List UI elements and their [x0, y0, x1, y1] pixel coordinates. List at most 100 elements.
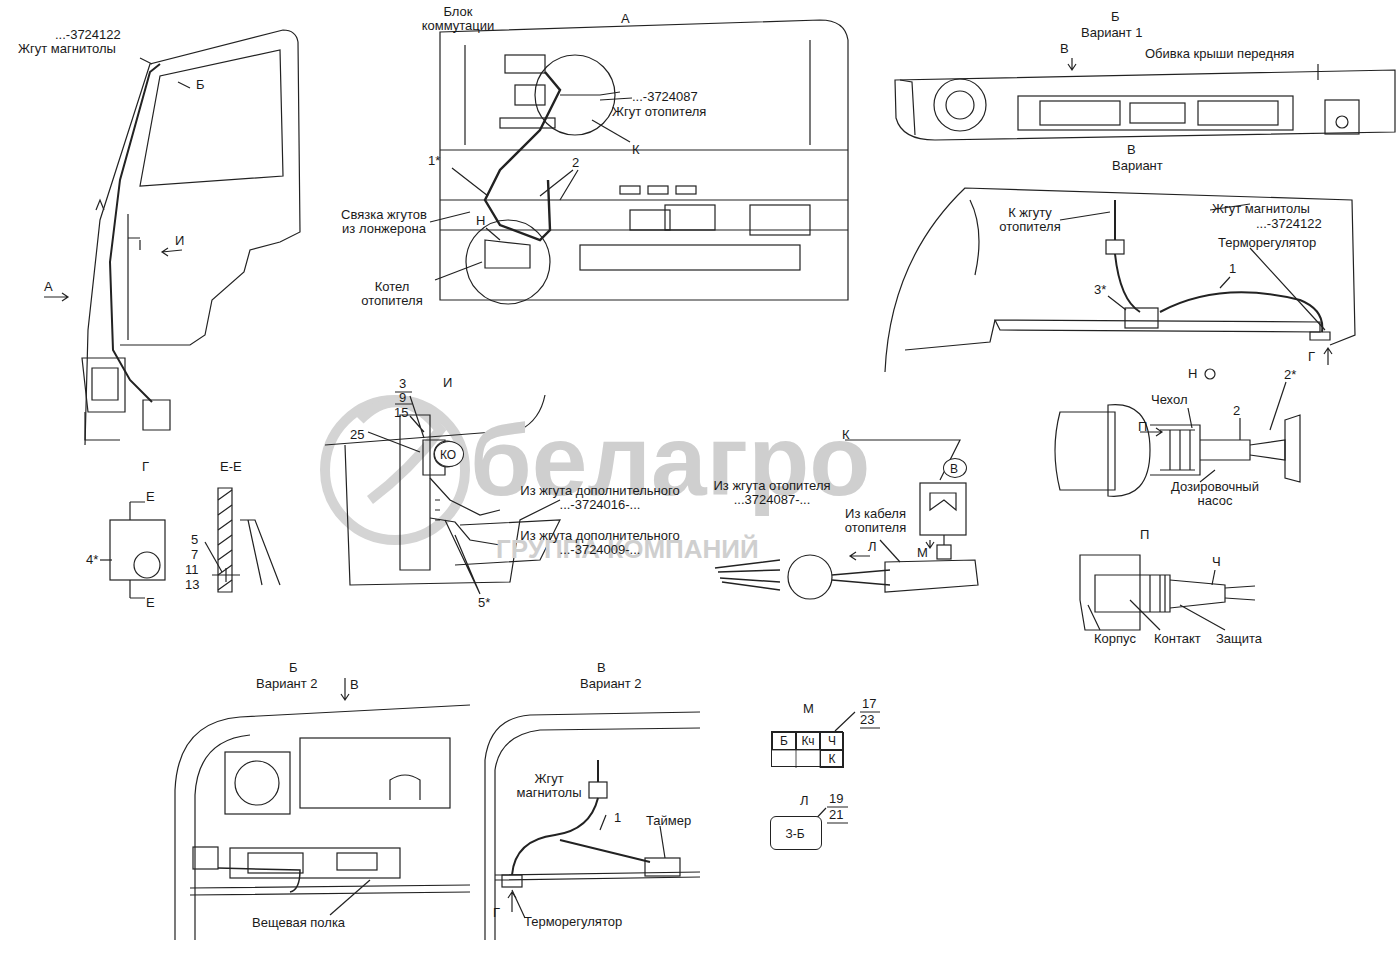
part-label: Блок коммутации [418, 5, 498, 33]
callout-number: 2 [1233, 404, 1240, 418]
part-label: Б [1111, 10, 1120, 24]
part-label: А [44, 280, 53, 294]
part-label: Е-Е [220, 460, 242, 474]
callout-number: 3* [1094, 283, 1106, 297]
part-label: М [803, 702, 814, 716]
part-label: Г [493, 906, 500, 920]
part-label: Л [800, 794, 809, 808]
callout-number: 9 [399, 391, 406, 405]
part-label: К жгуту отопителя [990, 206, 1070, 234]
callout-number: 5 [191, 533, 198, 547]
part-label: Е [146, 596, 155, 610]
part-label: Чехол [1151, 393, 1188, 407]
part-label: Контакт [1154, 632, 1201, 646]
callout-number: 4* [86, 553, 98, 567]
part-label: И [175, 234, 184, 248]
view-v-variant-2 [485, 712, 700, 940]
connector-p [1080, 555, 1255, 630]
part-label: ...-3724087 [632, 90, 698, 104]
part-label: Вариант [1112, 159, 1163, 173]
part-label: П [1138, 420, 1147, 434]
callout-number: 21 [829, 808, 843, 822]
callout-number: 5* [478, 596, 490, 610]
callout-number: 1 [614, 811, 621, 825]
callout-number: 1* [428, 154, 440, 168]
part-label: И [443, 376, 452, 390]
part-label: В [1060, 42, 1069, 56]
part-label: Терморегулятор [524, 915, 622, 929]
part-label: В [350, 678, 359, 692]
part-label: Вариант 2 [256, 677, 318, 691]
part-label: Ч [1212, 555, 1221, 569]
part-label: Защита [1216, 632, 1262, 646]
section-g [100, 488, 280, 598]
part-label: Жгут магнитолы [508, 772, 590, 800]
node-text: Ч [820, 732, 844, 750]
callout-number: 25 [350, 428, 364, 442]
part-label: Терморегулятор [1218, 236, 1316, 250]
part-label: Жгут магнитолы [18, 42, 116, 56]
part-label: Н [476, 214, 485, 228]
cab-side [44, 30, 300, 445]
callout-number: 19 [829, 792, 843, 806]
connector-block: З-Б [770, 816, 822, 850]
callout-number: 11 [185, 563, 199, 577]
node-text: З-Б [771, 827, 819, 841]
part-label: ...-3724122 [1256, 217, 1322, 231]
pin-table: БКчЧК [771, 731, 843, 767]
part-label: В [1127, 143, 1136, 157]
view-v-variant [885, 188, 1355, 372]
node-text: Кч [796, 732, 820, 750]
part-label: Из жгута дополнительного ...-3724009-... [505, 529, 695, 557]
node-text: КО [435, 448, 461, 462]
shelf-view-v2 [175, 678, 470, 940]
pin-marks [810, 712, 880, 825]
part-label: Из жгута дополнительного ...-3724016-... [505, 484, 695, 512]
part-label: М [917, 546, 928, 560]
callout-number: 23 [860, 713, 874, 727]
part-label: Обивка крыши передняя [1145, 47, 1294, 61]
part-label: ...-3724122 [55, 28, 121, 42]
part-label: Вариант 2 [580, 677, 642, 691]
part-label: Н [1188, 367, 1197, 381]
part-label: Корпус [1094, 632, 1136, 646]
callout-number: 13 [185, 578, 199, 592]
roof-lining-v1 [895, 58, 1395, 140]
part-label: Жгут отопителя [612, 105, 706, 119]
part-label: Из кабеля отопителя [833, 507, 918, 535]
part-label: Б [196, 78, 205, 92]
callout-number: 3 [399, 377, 406, 391]
callout-number: 2* [1284, 368, 1296, 382]
view-a [430, 20, 848, 304]
part-label: Б [289, 661, 298, 675]
callout-number: 15 [394, 406, 408, 420]
callout-number: 17 [862, 697, 876, 711]
part-label: Л [868, 540, 877, 554]
part-label: Г [142, 460, 149, 474]
part-label: Жгут магнитолы [1212, 202, 1310, 216]
pump-view [1055, 369, 1300, 496]
part-label: К [842, 428, 850, 442]
node-text: Б [772, 732, 796, 750]
node-text: В [944, 462, 964, 476]
part-label: Е [146, 490, 155, 504]
part-label: Г [1308, 350, 1315, 364]
node-text: К [820, 750, 844, 768]
callout-number: 2 [572, 156, 579, 170]
part-label: Котел отопителя [350, 280, 434, 308]
part-label: Связка жгутов из лонжерона [334, 208, 434, 236]
part-label: Дозировочный насос [1160, 480, 1270, 508]
part-label: Из жгута отопителя ...3724087-... [702, 479, 842, 507]
circle-mark: КО [434, 441, 464, 467]
circle-mark: В [943, 458, 967, 478]
callout-number: 1 [1229, 262, 1236, 276]
part-label: А [621, 12, 630, 26]
part-label: Вариант 1 [1081, 26, 1143, 40]
part-label: К [632, 143, 640, 157]
part-label: П [1140, 528, 1149, 542]
part-label: Вещевая полка [252, 916, 345, 930]
callout-number: 7 [191, 548, 198, 562]
part-label: В [597, 661, 606, 675]
part-label: Таймер [646, 814, 691, 828]
